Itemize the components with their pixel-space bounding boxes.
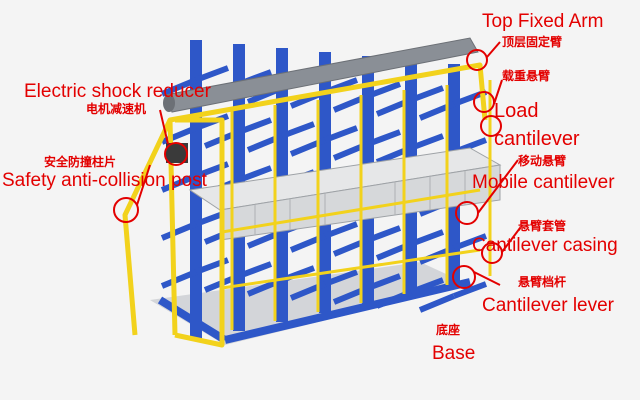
- base-label-zh: 底座: [436, 323, 461, 337]
- cantilever-arm: [237, 261, 273, 279]
- callout-leader: [136, 164, 151, 206]
- callouts: [113, 41, 521, 289]
- cantilever-arm: [418, 293, 456, 313]
- callout-leader: [477, 159, 519, 214]
- callout-leader: [501, 227, 521, 253]
- load-cantilever-callout: [480, 115, 502, 137]
- cantilever-arm: [375, 289, 413, 309]
- cantilever-arm: [452, 233, 488, 251]
- cantilever-arm: [409, 133, 445, 151]
- cantilever-arm: [366, 129, 402, 147]
- safety-frame: [122, 62, 492, 348]
- cantilever-arm: [194, 65, 230, 83]
- callout-leader: [473, 271, 501, 286]
- cantilever-arm: [366, 81, 402, 99]
- cantilever-arm: [160, 221, 198, 241]
- load-cantilever-label-line1: Load: [494, 100, 539, 122]
- cantilever-arm: [323, 221, 359, 239]
- cantilever-casing-callout: [481, 242, 503, 264]
- cantilever-arm: [366, 273, 402, 291]
- cantilever-arm: [237, 165, 273, 183]
- safety-post-callout: [113, 197, 139, 223]
- cantilever-arm: [280, 121, 316, 139]
- safety-post: [174, 117, 225, 348]
- cantilever-arm: [160, 173, 198, 193]
- safety-post-label-zh: 安全防撞柱片: [44, 155, 117, 169]
- callout-leader: [486, 41, 501, 58]
- base-label: Base: [432, 343, 476, 364]
- callout-leader: [159, 109, 169, 145]
- cantilever-arm: [160, 77, 198, 97]
- yellow-rail: [221, 188, 481, 234]
- cantilever-arm: [323, 125, 359, 143]
- electric-reducer-callout: [164, 142, 188, 166]
- electric-shock-reducer-label: Electric shock reducer: [24, 81, 211, 102]
- cantilever-arm: [366, 225, 402, 243]
- top-fixed-arm-callout: [466, 49, 488, 71]
- cantilever-arm: [409, 229, 445, 247]
- cantilever-arm: [237, 117, 273, 135]
- cantilever-lever-label: Cantilever lever: [482, 295, 614, 316]
- cantilever-lever-callout: [452, 265, 476, 289]
- safety-post-label: Safety anti-collision post: [2, 170, 207, 191]
- cantilever-arm: [452, 281, 488, 299]
- mobile-cantilever-label: Mobile cantilever: [472, 172, 615, 193]
- cantilever-casing-label-zh: 悬臂套管: [518, 219, 567, 233]
- cantilever-arm: [160, 269, 198, 289]
- load-cantilever-label-line2: cantilever: [494, 128, 580, 150]
- mobile-cantilever-label-zh: 移动悬臂: [518, 154, 567, 168]
- cantilever-casing-label: Cantilever casing: [472, 235, 618, 256]
- top-rail: [169, 62, 488, 123]
- top-pipe: [163, 37, 479, 163]
- yellow-rail: [221, 248, 481, 290]
- safety-post: [122, 117, 178, 336]
- top-fixed-arm-label-zh: 顶层固定臂: [502, 35, 563, 49]
- cantilever-lever-label-zh: 悬臂档杆: [518, 275, 567, 289]
- callout-leader: [493, 79, 503, 105]
- cantilever-arm: [323, 269, 359, 287]
- base-rail: [224, 278, 471, 344]
- top-pipe-end: [163, 94, 175, 112]
- cantilever-arm: [409, 85, 445, 103]
- cantilever-arm: [409, 277, 445, 295]
- load-cantilever-label-zh: 载重悬臂: [502, 69, 551, 83]
- top-fixed-arm-label: Top Fixed Arm: [482, 11, 604, 32]
- motor-reducer: [166, 143, 188, 163]
- electric-shock-reducer-label-zh: 电机减速机: [86, 102, 147, 116]
